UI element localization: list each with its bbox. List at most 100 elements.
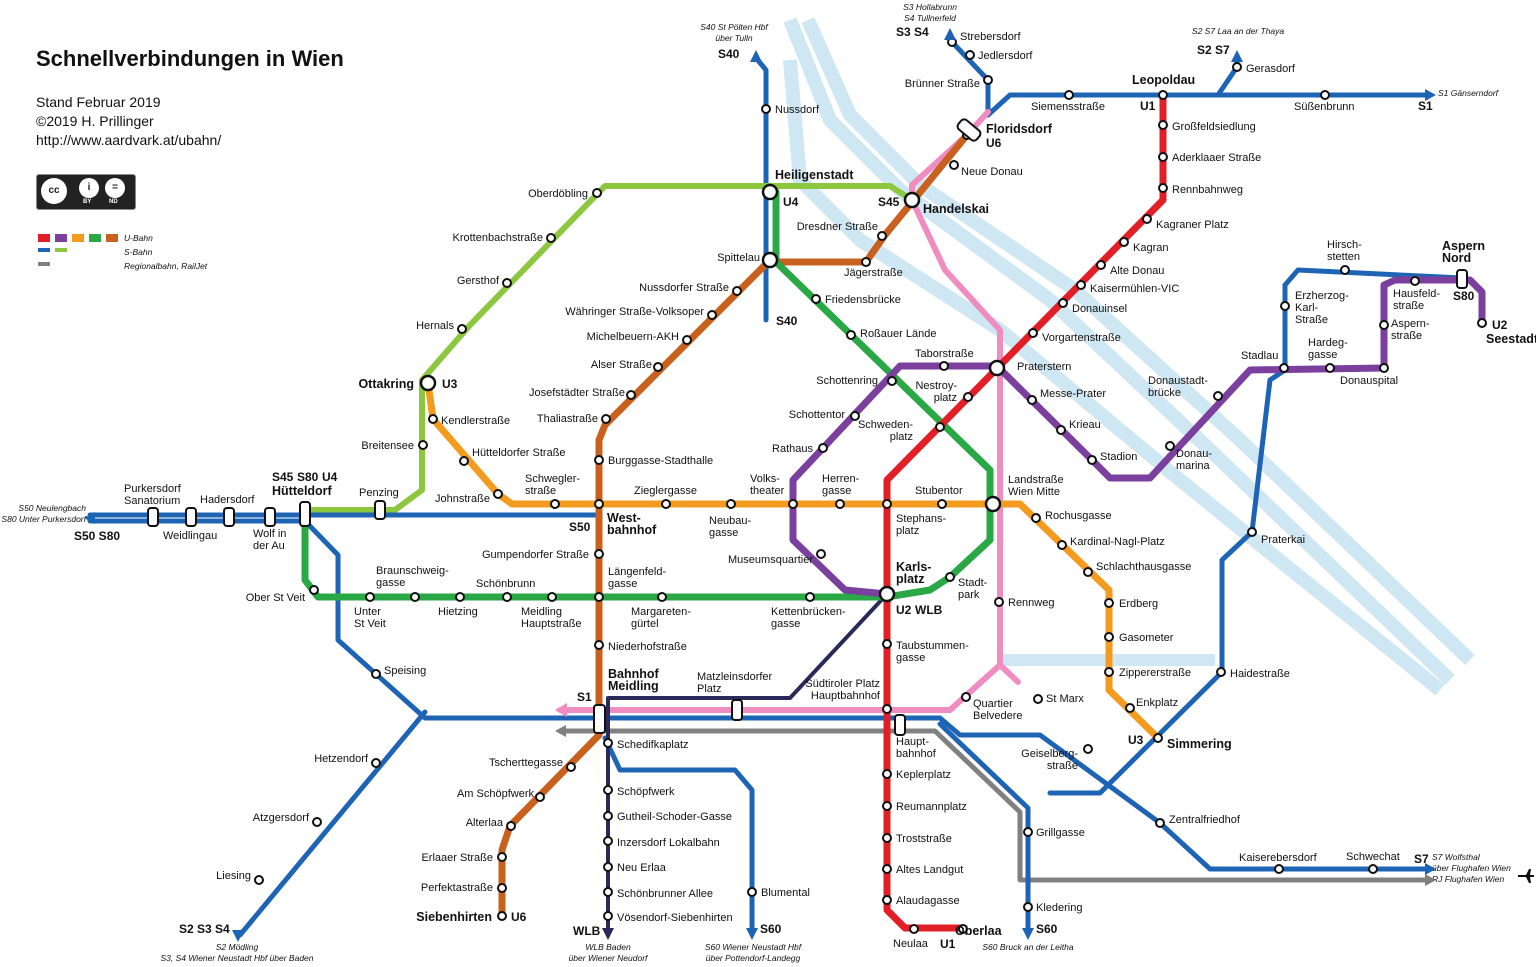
station-heiligenstadt[interactable]: Heiligenstadt bbox=[761, 168, 854, 201]
station-hirschstetten[interactable]: Hirsch-stetten bbox=[1327, 239, 1362, 275]
station-niederhofstrasse[interactable]: Niederhofstraße bbox=[594, 640, 687, 653]
source-url[interactable]: http://www.aardvark.at/ubahn/ bbox=[36, 132, 222, 148]
station-schwechat[interactable]: Schwechat bbox=[1346, 851, 1400, 874]
station-thaliastrasse[interactable]: Thaliastraße bbox=[537, 413, 611, 425]
station-stadlau[interactable]: Stadlau bbox=[1241, 350, 1289, 373]
station-seestadt[interactable]: Seestadt bbox=[1477, 318, 1536, 346]
station-neue-donau[interactable]: Neue Donau bbox=[949, 160, 1023, 178]
station-simmering[interactable]: Simmering bbox=[1153, 733, 1232, 751]
station-grossfeldsiedlung[interactable]: Großfeldsiedlung bbox=[1158, 120, 1256, 133]
station-ober-st-veit[interactable]: Ober St Veit bbox=[246, 585, 319, 604]
station-gasometer[interactable]: Gasometer bbox=[1104, 632, 1174, 644]
station-stadtpark[interactable]: Stadt-park bbox=[945, 572, 988, 601]
station-neulaa[interactable]: Neulaa bbox=[893, 924, 929, 950]
station-siebenhirten[interactable]: Siebenhirten bbox=[416, 910, 507, 924]
station-taborstrasse[interactable]: Taborstraße bbox=[915, 348, 974, 371]
station-inzersdorf-lokalbahn[interactable]: Inzersdorf Lokalbahn bbox=[603, 836, 720, 849]
station-kaisermuhlen-vic[interactable]: Kaisermühlen-VIC bbox=[1076, 280, 1179, 295]
station-rathaus[interactable]: Rathaus bbox=[772, 443, 828, 455]
station-erzherzog-karl-strasse[interactable]: Erzherzog-Karl-Straße bbox=[1280, 290, 1349, 326]
station-praterstern[interactable]: Praterstern bbox=[988, 359, 1071, 377]
station-gersthof[interactable]: Gersthof bbox=[457, 275, 512, 288]
station-rennweg[interactable]: Rennweg bbox=[994, 597, 1054, 609]
station-strebersdorf[interactable]: Strebersdorf bbox=[947, 31, 1021, 47]
station-schlachthausgasse[interactable]: Schlachthausgasse bbox=[1083, 561, 1191, 577]
station-reumannplatz[interactable]: Reumannplatz bbox=[882, 801, 967, 813]
station-oberlaa[interactable]: Oberlaa bbox=[955, 924, 1003, 938]
station-hietzing[interactable]: Hietzing bbox=[438, 592, 478, 618]
cc-license-badge[interactable]: cc i = BY ND bbox=[36, 174, 136, 210]
station-gutheil-schoder-gasse[interactable]: Gutheil-Schoder-Gasse bbox=[603, 811, 732, 823]
station-kendlerstrasse[interactable]: Kendlerstraße bbox=[428, 414, 510, 427]
station-margaretengurtel[interactable]: Margareten-gürtel bbox=[631, 592, 691, 630]
station-dresdner-strasse[interactable]: Dresdner Straße bbox=[797, 221, 887, 241]
station-michelbeuern-akh[interactable]: Michelbeuern-AKH bbox=[587, 331, 692, 345]
station-aspernstrasse[interactable]: Aspern-straße bbox=[1379, 318, 1430, 342]
station-aderklaaer-strasse[interactable]: Aderklaaer Straße bbox=[1158, 152, 1261, 164]
station-schopfwerk[interactable]: Schöpfwerk bbox=[603, 785, 675, 798]
station-schottenring[interactable]: Schottenring bbox=[816, 375, 897, 387]
station-johnstrasse[interactable]: Johnstraße bbox=[435, 489, 503, 505]
station-burggasse-stadthalle[interactable]: Burggasse-Stadthalle bbox=[594, 455, 713, 467]
station-nussdorfer-strasse[interactable]: Nussdorfer Straße bbox=[639, 282, 742, 296]
station-donauinsel[interactable]: Donauinsel bbox=[1058, 298, 1127, 315]
station-haidestrasse[interactable]: Haidestraße bbox=[1216, 667, 1290, 680]
station-kaiserebersdorf[interactable]: Kaiserebersdorf bbox=[1239, 852, 1318, 874]
station-kettenbruckengasse[interactable]: Kettenbrücken-gasse bbox=[771, 592, 846, 630]
station-kagraner-platz[interactable]: Kagraner Platz bbox=[1142, 214, 1229, 231]
station-vorgartenstrasse[interactable]: Vorgartenstraße bbox=[1028, 328, 1121, 344]
station-langenfeldgasse[interactable]: Längenfeld-gasse bbox=[594, 566, 666, 602]
station-wahringer-strasse-volksoper[interactable]: Währinger Straße-Volksoper bbox=[565, 306, 717, 320]
station-krieau[interactable]: Krieau bbox=[1056, 419, 1101, 435]
station-zentralfriedhof[interactable]: Zentralfriedhof bbox=[1155, 814, 1241, 828]
station-alser-strasse[interactable]: Alser Straße bbox=[591, 359, 663, 372]
station-am-schopfwerk[interactable]: Am Schöpfwerk bbox=[457, 788, 545, 802]
station-karlsplatz[interactable]: Karls-platz bbox=[878, 560, 931, 603]
station-zippererstrasse[interactable]: Zippererstraße bbox=[1104, 667, 1191, 679]
station-donaustadtbrucke[interactable]: Donaustadt-brücke bbox=[1148, 375, 1223, 401]
station-volkstheater[interactable]: Volks-theater bbox=[750, 473, 798, 509]
station-schonbrunner-allee[interactable]: Schönbrunner Allee bbox=[603, 887, 713, 900]
station-altes-landgut[interactable]: Altes Landgut bbox=[882, 864, 963, 876]
station-donaumarina[interactable]: Donau-marina bbox=[1165, 441, 1212, 472]
station-alaudagasse[interactable]: Alaudagasse bbox=[882, 895, 960, 907]
station-blumental[interactable]: Blumental bbox=[747, 887, 810, 899]
station-erlaaer-strasse[interactable]: Erlaaer Straße bbox=[421, 852, 507, 864]
station-gumpendorfer-strasse[interactable]: Gumpendorfer Straße bbox=[482, 549, 604, 561]
station-tscherttegasse[interactable]: Tscherttegasse bbox=[489, 757, 576, 772]
station-ottakring[interactable]: Ottakring bbox=[358, 374, 437, 392]
station-messe-prater[interactable]: Messe-Prater bbox=[1027, 388, 1106, 405]
station-alte-donau[interactable]: Alte Donau bbox=[1096, 260, 1164, 277]
station-schweglerstrasse[interactable]: Schwegler-straße bbox=[525, 473, 580, 509]
station-praterkai[interactable]: Praterkai bbox=[1247, 527, 1305, 546]
station-gerasdorf[interactable]: Gerasdorf bbox=[1232, 62, 1296, 75]
station-rochusgasse[interactable]: Rochusgasse bbox=[1031, 510, 1112, 523]
station-museumsquartier[interactable]: Museumsquartier bbox=[728, 549, 826, 566]
station-st-marx[interactable]: St Marx bbox=[1033, 693, 1084, 705]
station-zieglergasse[interactable]: Zieglergasse bbox=[634, 485, 697, 509]
station-stadion[interactable]: Stadion bbox=[1087, 451, 1137, 465]
station-kardinal-nagl-platz[interactable]: Kardinal-Nagl-Platz bbox=[1057, 536, 1165, 550]
station-rossauer-lande[interactable]: Roßauer Lände bbox=[846, 328, 936, 340]
station-atzgersdorf[interactable]: Atzgersdorf bbox=[253, 812, 322, 827]
station-schottentor[interactable]: Schottentor bbox=[789, 409, 860, 421]
station-braunschweiggasse[interactable]: Braunschweig-gasse bbox=[376, 565, 449, 602]
station-neubaugasse[interactable]: Neubau-gasse bbox=[709, 499, 752, 539]
station-liesing[interactable]: Liesing bbox=[216, 870, 264, 885]
station-alterlaa[interactable]: Alterlaa bbox=[466, 817, 516, 831]
station-hetzendorf[interactable]: Hetzendorf bbox=[314, 753, 381, 768]
station-keplerplatz[interactable]: Keplerplatz bbox=[882, 769, 951, 781]
station-hernals[interactable]: Hernals bbox=[416, 320, 467, 334]
station-brunner-strasse[interactable]: Brünner Straße bbox=[905, 75, 993, 90]
station-josefstadter-strasse[interactable]: Josefstädter Straße bbox=[529, 387, 636, 400]
station-siemensstrasse[interactable]: Siemensstraße bbox=[1031, 90, 1105, 113]
station-nestroyplatz[interactable]: Nestroy-platz bbox=[915, 380, 973, 404]
station-handelskai[interactable]: Handelskai bbox=[903, 191, 989, 216]
station-rennbahnweg[interactable]: Rennbahnweg bbox=[1158, 183, 1243, 196]
station-stephansplatz[interactable]: Stephans-platz bbox=[882, 499, 946, 537]
